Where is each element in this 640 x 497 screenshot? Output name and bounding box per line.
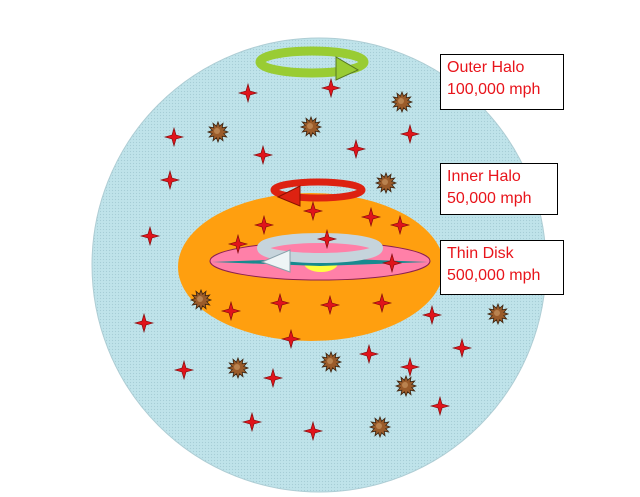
inner-halo-label: Inner Halo 50,000 mph: [440, 163, 558, 215]
four-point-star-icon: [252, 144, 274, 166]
four-point-star-icon: [316, 228, 338, 250]
four-point-star-icon: [358, 343, 380, 365]
outer-halo-label: Outer Halo 100,000 mph: [440, 54, 564, 110]
four-point-star-icon: [399, 123, 421, 145]
globular-cluster-icon: [319, 350, 343, 374]
four-point-star-icon: [389, 214, 411, 236]
globular-cluster-icon: [368, 415, 392, 439]
four-point-star-icon: [320, 77, 342, 99]
globular-cluster-icon: [189, 288, 213, 312]
rotation-arrow-icon: [270, 178, 366, 207]
four-point-star-icon: [451, 337, 473, 359]
four-point-star-icon: [220, 300, 242, 322]
four-point-star-icon: [133, 312, 155, 334]
globular-cluster-icon: [226, 356, 250, 380]
thin-disk-name: Thin Disk: [447, 245, 514, 262]
four-point-star-icon: [381, 252, 403, 274]
thin-disk-label: Thin Disk 500,000 mph: [440, 240, 564, 295]
stars-group: [133, 77, 473, 442]
four-point-star-icon: [237, 82, 259, 104]
globular-cluster-icon: [486, 302, 510, 326]
four-point-star-icon: [269, 292, 291, 314]
inner-halo-name: Inner Halo: [447, 168, 521, 185]
globular-cluster-icon: [299, 115, 323, 139]
globular-cluster-icon: [374, 171, 398, 195]
four-point-star-icon: [345, 138, 367, 160]
four-point-star-icon: [253, 214, 275, 236]
globular-cluster-icon: [394, 374, 418, 398]
four-point-star-icon: [302, 200, 324, 222]
rotation-arrow-icon: [255, 46, 369, 81]
rotation-arrow-icon: [257, 233, 383, 273]
four-point-star-icon: [173, 359, 195, 381]
globular-cluster-icon: [390, 90, 414, 114]
four-point-star-icon: [159, 169, 181, 191]
four-point-star-icon: [227, 233, 249, 255]
inner-halo-speed: 50,000 mph: [447, 190, 532, 207]
four-point-star-icon: [241, 411, 263, 433]
clusters-group: [189, 90, 510, 439]
four-point-star-icon: [139, 225, 161, 247]
four-point-star-icon: [371, 292, 393, 314]
four-point-star-icon: [302, 420, 324, 442]
four-point-star-icon: [319, 294, 341, 316]
four-point-star-icon: [399, 356, 421, 378]
four-point-star-icon: [421, 304, 443, 326]
thin-disk-speed: 500,000 mph: [447, 267, 541, 284]
four-point-star-icon: [262, 367, 284, 389]
four-point-star-icon: [163, 126, 185, 148]
four-point-star-icon: [280, 328, 302, 350]
globular-cluster-icon: [206, 120, 230, 144]
four-point-star-icon: [360, 206, 382, 228]
outer-halo-name: Outer Halo: [447, 59, 525, 76]
four-point-star-icon: [429, 395, 451, 417]
outer-halo-speed: 100,000 mph: [447, 81, 541, 98]
